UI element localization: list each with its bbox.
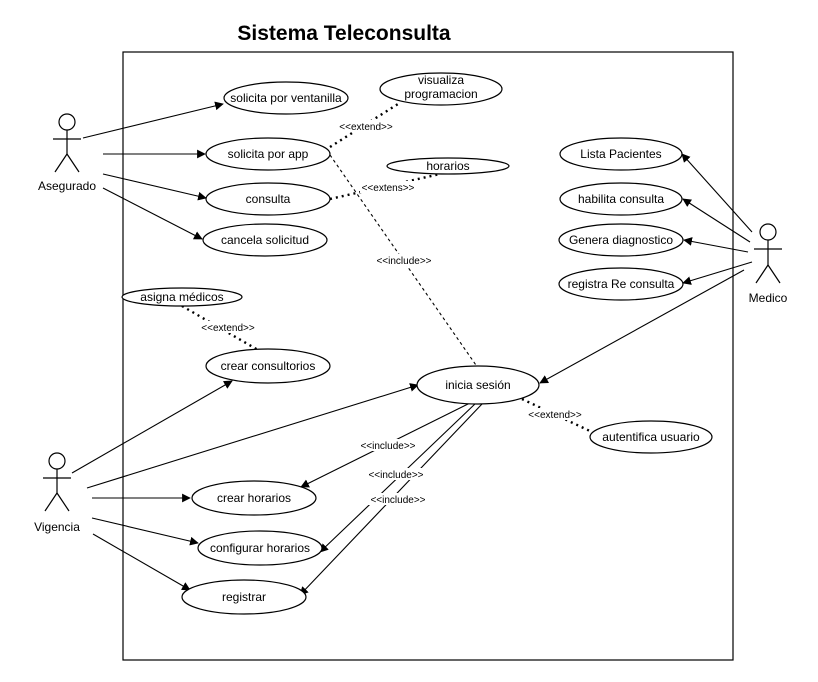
uc-registrar-label: registrar bbox=[222, 590, 266, 604]
uc-solicita-app-label: solicita por app bbox=[228, 147, 309, 161]
include-app-inicia bbox=[329, 154, 479, 369]
stereo-extend-autentifica: <<extend>> bbox=[528, 410, 582, 421]
assoc-asegurado-cancela bbox=[102, 187, 203, 240]
stereo-extend-visualiza: <<extend>> bbox=[339, 122, 393, 133]
uc-registrar[interactable]: registrar bbox=[181, 579, 307, 615]
uc-cancela-solicitud[interactable]: cancela solicitud bbox=[202, 223, 328, 257]
uc-habilita-consulta-label: habilita consulta bbox=[578, 192, 664, 206]
actor-asegurado[interactable]: Asegurado bbox=[38, 113, 96, 193]
uc-lista-pacientes-label: Lista Pacientes bbox=[580, 147, 661, 161]
stereo-extend-asigna: <<extend>> bbox=[201, 323, 255, 334]
uc-visualiza-label-1: visualiza bbox=[418, 73, 464, 87]
assoc-vigencia-inicia bbox=[86, 383, 419, 489]
actor-medico[interactable]: Medico bbox=[749, 223, 788, 305]
assoc-asegurado-consulta bbox=[102, 173, 207, 201]
uc-autentifica-usuario-label: autentifica usuario bbox=[602, 430, 700, 444]
uc-configurar-horarios[interactable]: configurar horarios bbox=[197, 530, 323, 566]
uc-consulta-label: consulta bbox=[246, 192, 291, 206]
uc-crear-horarios[interactable]: crear horarios bbox=[191, 480, 317, 516]
uc-registra-reconsulta[interactable]: registra Re consulta bbox=[558, 267, 684, 301]
diagram-title: Sistema Teleconsulta bbox=[237, 22, 451, 45]
assoc-vigencia-registrar bbox=[92, 533, 191, 591]
uc-genera-diagnostico-label: Genera diagnostico bbox=[569, 233, 673, 247]
uc-cancela-solicitud-label: cancela solicitud bbox=[221, 233, 309, 247]
associations bbox=[71, 101, 753, 596]
uc-configurar-horarios-label: configurar horarios bbox=[210, 541, 310, 555]
stereo-include-app: <<include>> bbox=[376, 256, 431, 267]
stereo-include-registrar: <<include>> bbox=[370, 495, 425, 506]
assoc-vigencia-configurar bbox=[91, 517, 199, 546]
uc-solicita-ventanilla-label: solicita por ventanilla bbox=[230, 91, 342, 105]
stereo-extens-horarios: <<extens>> bbox=[362, 183, 415, 194]
uc-habilita-consulta[interactable]: habilita consulta bbox=[559, 182, 683, 216]
uc-solicita-app[interactable]: solicita por app bbox=[205, 137, 331, 171]
uc-inicia-sesion-label: inicia sesión bbox=[445, 378, 510, 392]
assoc-medico-registra bbox=[682, 261, 753, 285]
assoc-medico-habilita bbox=[682, 198, 751, 243]
uc-asigna-medicos-label: asigna médicos bbox=[140, 290, 223, 304]
uc-horarios[interactable]: horarios bbox=[386, 157, 510, 175]
use-cases: solicita por ventanilla visualiza progra… bbox=[121, 72, 713, 615]
assoc-medico-inicia bbox=[539, 269, 745, 384]
assoc-medico-genera bbox=[683, 237, 749, 253]
uc-autentifica-usuario[interactable]: autentifica usuario bbox=[589, 420, 713, 454]
uc-solicita-ventanilla[interactable]: solicita por ventanilla bbox=[223, 81, 349, 115]
uc-inicia-sesion[interactable]: inicia sesión bbox=[416, 365, 540, 405]
uc-crear-consultorios-label: crear consultorios bbox=[221, 359, 316, 373]
uc-visualiza-programacion[interactable]: visualiza programacion bbox=[379, 72, 503, 106]
uc-asigna-medicos[interactable]: asigna médicos bbox=[121, 287, 243, 307]
uc-crear-consultorios[interactable]: crear consultorios bbox=[205, 348, 331, 384]
stereo-include-crear-horarios: <<include>> bbox=[360, 441, 415, 452]
stereo-include-configurar: <<include>> bbox=[368, 470, 423, 481]
stereotype-labels: <<extend>> <<extens>> <<include>> <<exte… bbox=[200, 120, 583, 506]
actor-asegurado-icon bbox=[53, 113, 81, 173]
uc-visualiza-label-2: programacion bbox=[404, 87, 477, 101]
extend-autentifica bbox=[521, 397, 593, 434]
assoc-vigencia-consultorios bbox=[71, 380, 233, 474]
actor-asegurado-label: Asegurado bbox=[38, 179, 96, 193]
uc-genera-diagnostico[interactable]: Genera diagnostico bbox=[558, 223, 684, 257]
actor-vigencia-label: Vigencia bbox=[34, 520, 80, 534]
uc-registra-reconsulta-label: registra Re consulta bbox=[568, 277, 675, 291]
uc-lista-pacientes[interactable]: Lista Pacientes bbox=[559, 137, 683, 171]
extens-horarios bbox=[329, 172, 441, 201]
uc-horarios-label: horarios bbox=[426, 159, 469, 173]
extend-visualiza bbox=[329, 102, 399, 149]
assoc-asegurado-ventanilla bbox=[82, 101, 224, 139]
actor-vigencia[interactable]: Vigencia bbox=[34, 452, 80, 534]
uc-crear-horarios-label: crear horarios bbox=[217, 491, 291, 505]
assoc-medico-lista bbox=[681, 153, 753, 233]
actor-medico-label: Medico bbox=[749, 291, 788, 305]
actor-vigencia-icon bbox=[43, 452, 71, 512]
uc-consulta[interactable]: consulta bbox=[205, 182, 331, 216]
actor-medico-icon bbox=[754, 223, 782, 284]
